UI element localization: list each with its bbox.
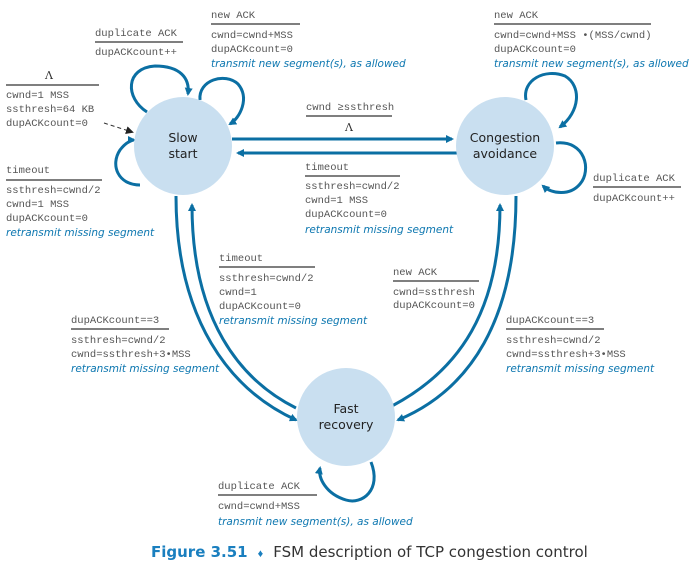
note-text: transmit new segment(s), as allowed [211, 58, 406, 70]
label-fr-to-ca-new-ack: new ACK cwnd=ssthresh dupACKcount=0 [393, 267, 479, 312]
action-text: cwnd=1 MSS [6, 199, 69, 211]
state-label: Slow [168, 130, 197, 145]
arrow-ca-to-fr [396, 195, 518, 422]
event-text: cwnd ≥ssthresh [306, 102, 394, 114]
event-text: duplicate ACK [95, 28, 178, 40]
label-initial: Λ cwnd=1 MSS ssthresh=64 KB dupACKcount=… [6, 69, 99, 130]
action-text: ssthresh=cwnd/2 [219, 273, 314, 285]
figure-number: Figure 3.51 [151, 543, 248, 561]
action-text: cwnd=cwnd+MSS •(MSS/cwnd) [494, 30, 652, 42]
state-label: avoidance [473, 146, 538, 161]
action-text: dupACKcount++ [95, 47, 177, 59]
event-text: duplicate ACK [218, 481, 301, 493]
arrow-fr-to-ss [188, 203, 297, 410]
label-ca-dup-ack: duplicate ACK dupACKcount++ [593, 173, 681, 205]
note-text: retransmit missing segment [6, 227, 155, 239]
action-text: dupACKcount=0 [6, 213, 88, 225]
action-text: ssthresh=cwnd/2 [71, 335, 166, 347]
label-ss-new-ack: new ACK cwnd=cwnd+MSS dupACKcount=0 tran… [211, 10, 406, 70]
note-text: transmit new segment(s), as allowed [218, 516, 413, 528]
event-text: timeout [6, 165, 50, 177]
note-text: retransmit missing segment [506, 363, 655, 375]
action-text: dupACKcount=0 [494, 44, 576, 56]
state-slow-start: Slow start [134, 97, 232, 195]
action-text: cwnd=1 [219, 287, 257, 299]
event-text: duplicate ACK [593, 173, 676, 185]
action-text: cwnd=1 MSS [6, 90, 69, 102]
arrow-fr-to-ca [391, 203, 504, 408]
label-ss-timeout: timeout ssthresh=cwnd/2 cwnd=1 MSS dupAC… [6, 165, 155, 239]
label-ss-to-fr: dupACKcount==3 ssthresh=cwnd/2 cwnd=ssth… [71, 315, 220, 375]
state-label: Congestion [470, 130, 540, 145]
event-text: Λ [44, 69, 54, 82]
caption-separator: ♦ [258, 548, 264, 560]
action-text: dupACKcount++ [593, 193, 675, 205]
label-fr-to-ss-timeout: timeout ssthresh=cwnd/2 cwnd=1 dupACKcou… [219, 253, 368, 327]
arrow-fr-dup-ack [314, 461, 376, 503]
event-text: new ACK [211, 10, 256, 22]
note-text: retransmit missing segment [219, 315, 368, 327]
action-text: cwnd=ssthresh [393, 287, 475, 299]
label-fr-dup-ack: duplicate ACK cwnd=cwnd+MSS transmit new… [218, 481, 413, 528]
state-label: recovery [319, 417, 374, 432]
note-text: retransmit missing segment [305, 224, 454, 236]
state-label: start [168, 146, 197, 161]
action-text: dupACKcount=0 [393, 300, 475, 312]
action-text: cwnd=ssthresh+3•MSS [71, 349, 191, 361]
action-text: dupACKcount=0 [219, 301, 301, 313]
action-text: dupACKcount=0 [6, 118, 88, 130]
action-text: dupACKcount=0 [305, 209, 387, 221]
label-ss-dup-ack: duplicate ACK dupACKcount++ [95, 28, 183, 59]
state-congestion-avoidance: Congestion avoidance [456, 97, 554, 195]
action-text: Λ [344, 121, 354, 134]
arrow-ss-dup-ack [130, 64, 193, 114]
action-text: dupACKcount=0 [211, 44, 293, 56]
arrow-ca-new-ack [524, 72, 578, 129]
arrow-ss-timeout [114, 136, 141, 187]
event-text: new ACK [393, 267, 438, 279]
state-fast-recovery: Fast recovery [297, 368, 395, 466]
caption-text: FSM description of TCP congestion contro… [273, 543, 588, 561]
note-text: retransmit missing segment [71, 363, 220, 375]
event-text: dupACKcount==3 [506, 315, 594, 327]
event-text: timeout [305, 162, 349, 174]
caption-line: Figure 3.51 ♦ FSM description of TCP con… [151, 543, 588, 561]
action-text: cwnd=1 MSS [305, 195, 368, 207]
arrow-ss-new-ack [198, 76, 245, 126]
arrow-initial [103, 122, 134, 134]
action-text: ssthresh=cwnd/2 [506, 335, 601, 347]
note-text: transmit new segment(s), as allowed [494, 58, 689, 70]
action-text: cwnd=ssthresh+3•MSS [506, 349, 626, 361]
figure-caption: Figure 3.51 ♦ FSM description of TCP con… [151, 543, 588, 561]
action-text: cwnd=cwnd+MSS [211, 30, 293, 42]
action-text: ssthresh=cwnd/2 [305, 181, 400, 193]
event-text: dupACKcount==3 [71, 315, 159, 327]
label-ca-to-ss-timeout: timeout ssthresh=cwnd/2 cwnd=1 MSS dupAC… [305, 162, 454, 236]
label-ss-to-ca: cwnd ≥ssthresh Λ [306, 102, 394, 134]
arrow-ca-dup-ack [541, 141, 588, 194]
event-text: new ACK [494, 10, 539, 22]
event-text: timeout [219, 253, 263, 265]
action-text: ssthresh=cwnd/2 [6, 185, 101, 197]
state-label: Fast [333, 401, 358, 416]
label-ca-to-fr: dupACKcount==3 ssthresh=cwnd/2 cwnd=ssth… [506, 315, 655, 375]
label-ca-new-ack: new ACK cwnd=cwnd+MSS •(MSS/cwnd) dupACK… [494, 10, 689, 70]
arrow-ss-to-fr [174, 195, 298, 422]
action-text: ssthresh=64 KB [6, 104, 94, 116]
action-text: cwnd=cwnd+MSS [218, 501, 300, 513]
